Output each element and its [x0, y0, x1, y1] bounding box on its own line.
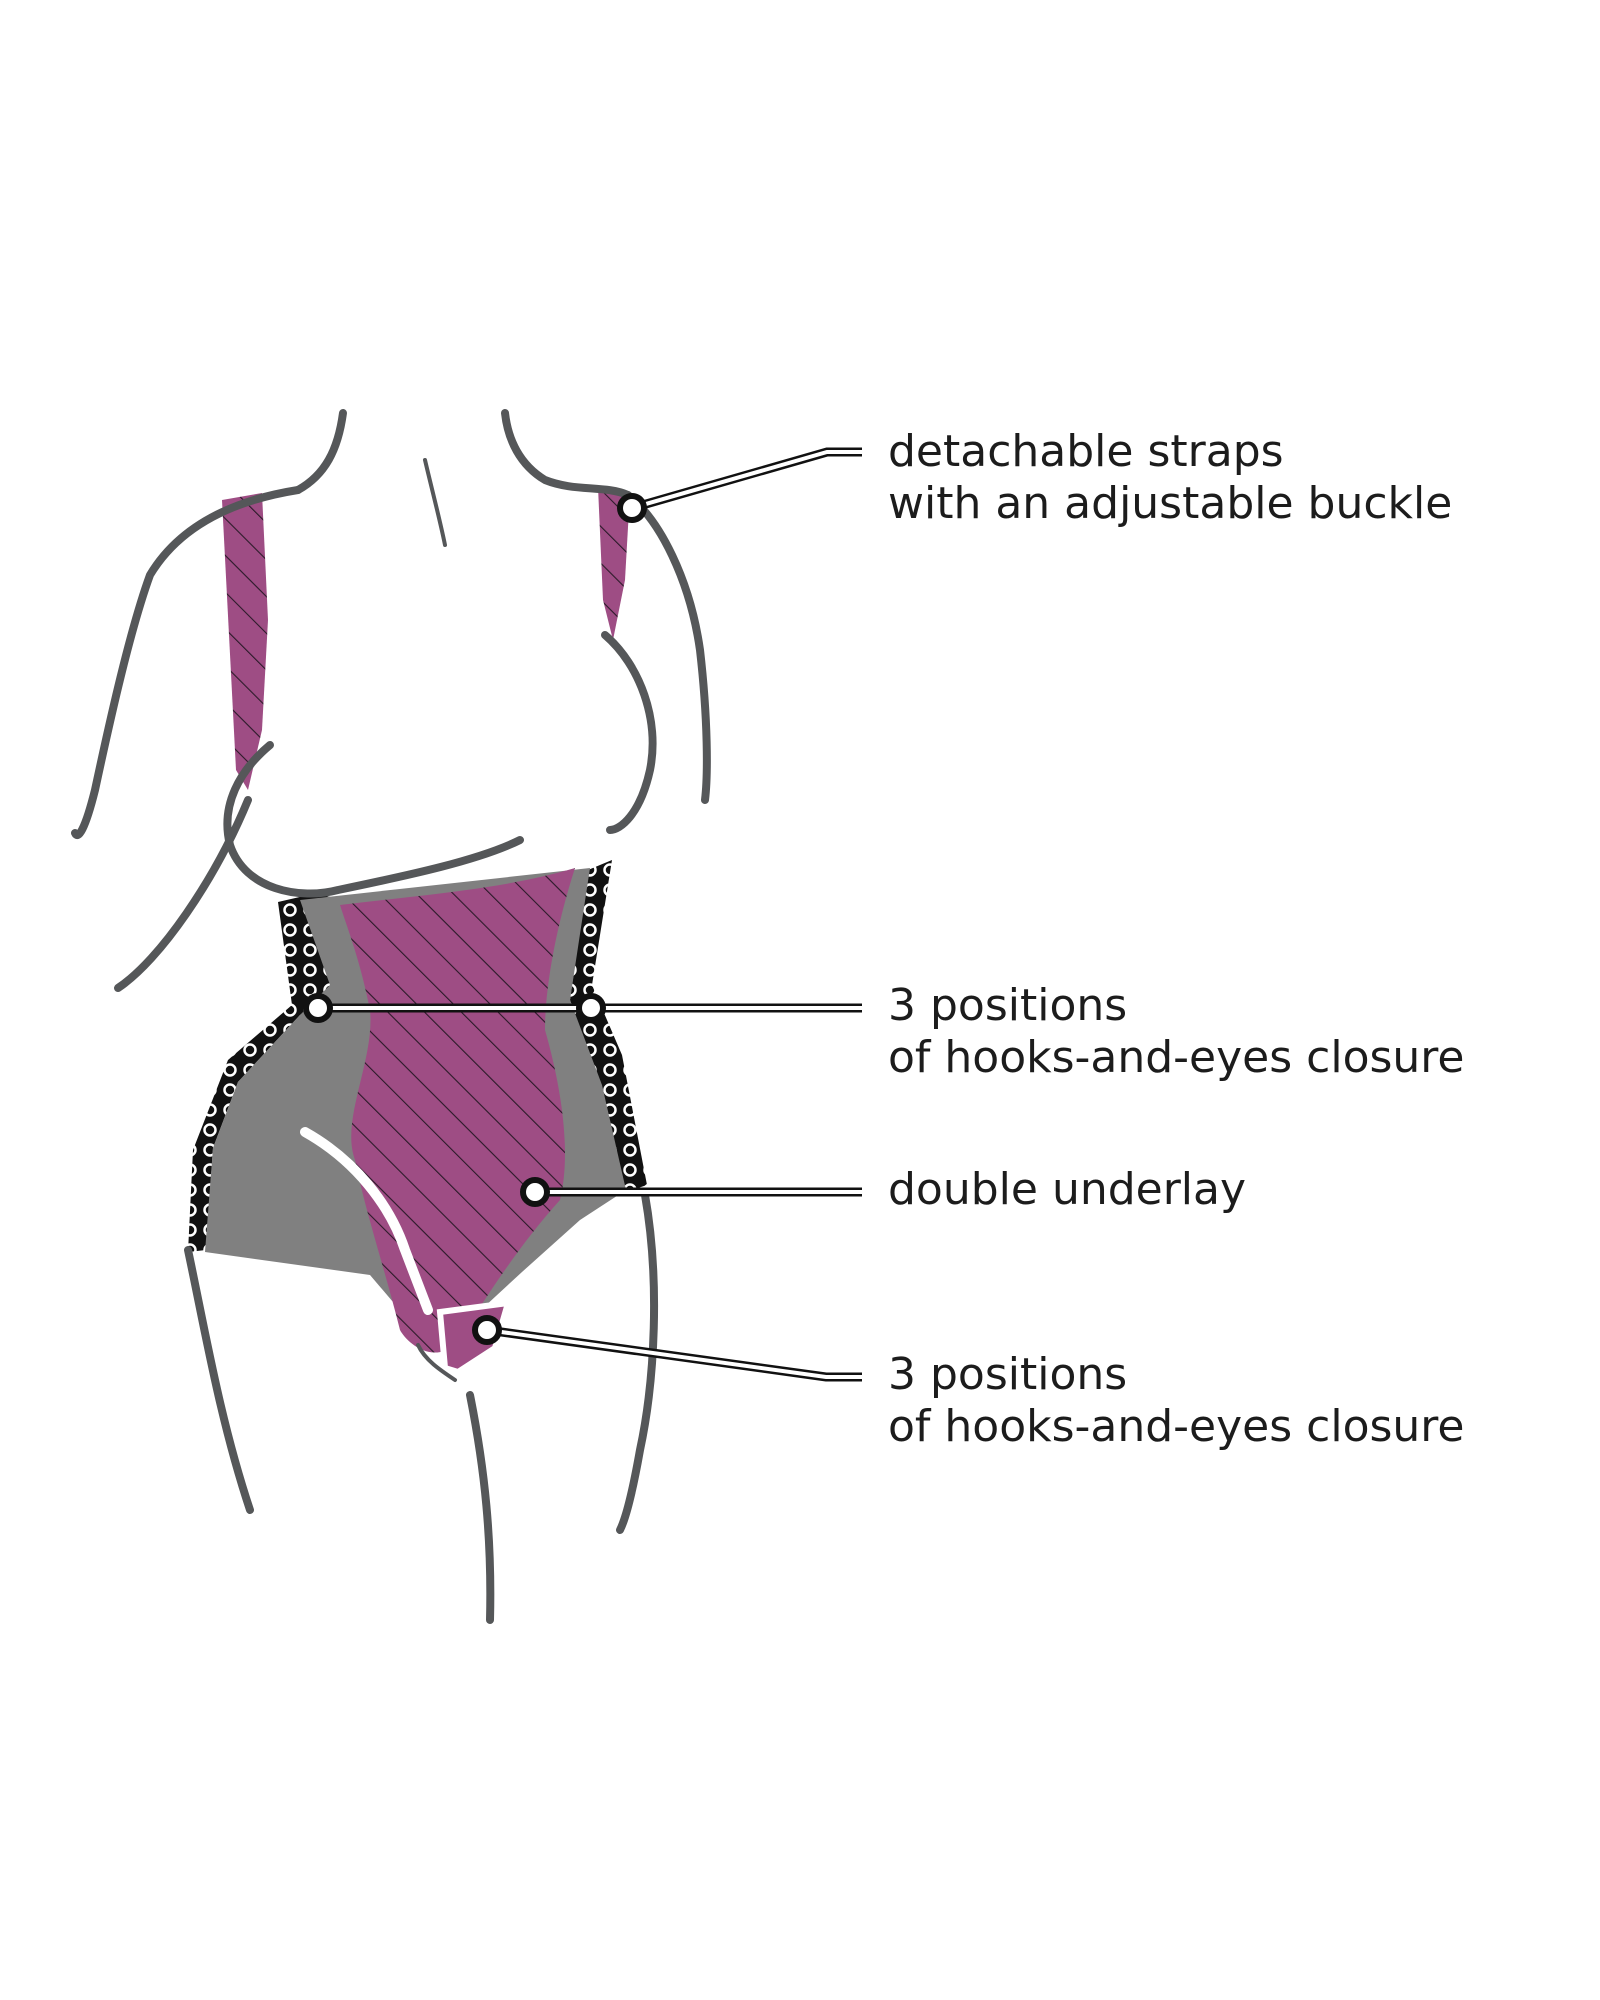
right-lace-panel	[570, 860, 647, 1192]
callout-straps-line1: detachable straps	[888, 426, 1284, 477]
right-hip-outline	[616, 1191, 659, 1534]
leader-crotch-closure	[472, 1315, 862, 1382]
right-bust	[601, 631, 657, 834]
inner-thigh-line	[466, 1391, 495, 1624]
left-inner-arm	[114, 796, 252, 992]
left-bust	[223, 741, 524, 898]
left-lace-panel	[188, 890, 335, 1252]
neck-left-line	[294, 409, 347, 494]
right-arm-outline	[624, 491, 711, 804]
callout-waist-closure-line1: 3 positions	[888, 980, 1127, 1031]
right-strap	[598, 487, 630, 640]
callout-crotch-closure-line2: of hooks-and-eyes closure	[888, 1401, 1465, 1452]
neck-right-line	[501, 409, 632, 499]
left-arm-outline	[71, 486, 302, 839]
callout-straps-line2: with an adjustable buckle	[888, 478, 1452, 529]
crotch-left-line	[416, 1343, 457, 1382]
callout-underlay: double underlay	[888, 1164, 1246, 1215]
callout-crotch-closure-line1: 3 positions	[888, 1349, 1127, 1400]
left-strap	[222, 493, 268, 790]
callout-waist-closure-line2: of hooks-and-eyes closure	[888, 1032, 1465, 1083]
leader-straps	[617, 447, 862, 523]
chest-crease	[423, 458, 447, 547]
leader-waist-closure	[303, 993, 862, 1023]
leader-underlay	[520, 1177, 862, 1207]
left-hip-outline	[184, 1246, 254, 1514]
crotch-seam	[300, 1127, 433, 1315]
